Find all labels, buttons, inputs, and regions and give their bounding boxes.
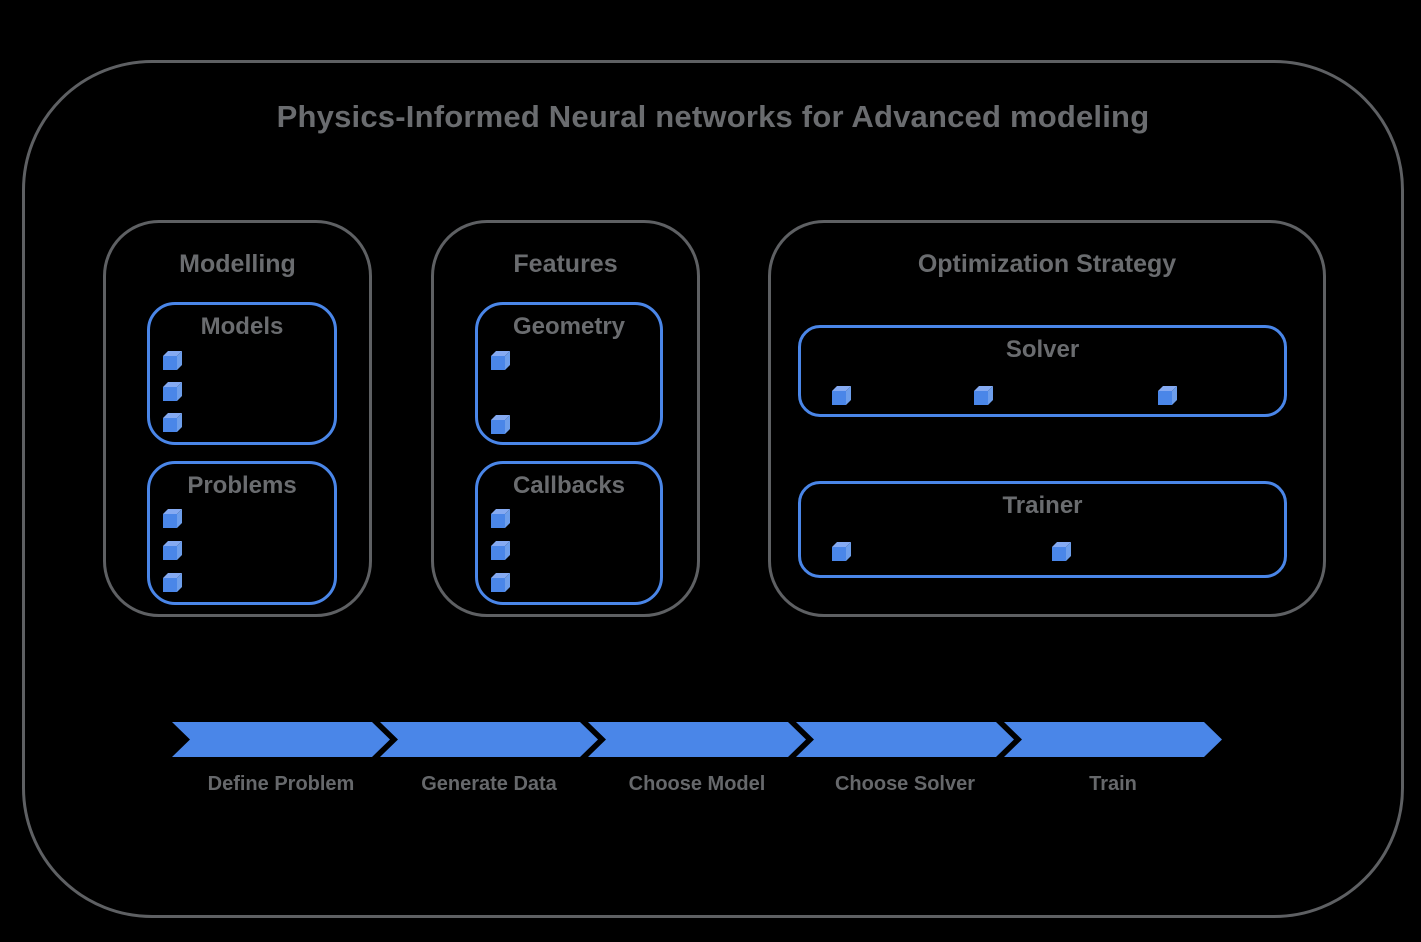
cube-icon — [490, 508, 510, 528]
group-solver-label: Solver — [1005, 336, 1080, 363]
group-trainer-label: Trainer — [1002, 492, 1083, 519]
cube-icon — [162, 381, 182, 401]
pipeline-step-label: Train — [1089, 773, 1137, 795]
pipeline-chevron-choose-model — [588, 722, 806, 757]
pipeline-chevron-define-problem — [172, 722, 390, 757]
cube-icon — [1157, 385, 1177, 405]
outer-frame — [22, 60, 1404, 918]
group-solver: Solver — [798, 325, 1287, 417]
page-title: Physics-Informed Neural networks for Adv… — [276, 99, 1150, 134]
cube-icon — [162, 540, 182, 560]
cube-icon — [490, 350, 510, 370]
cube-icon — [1051, 541, 1071, 561]
panel-optimization-label: Optimization Strategy — [917, 250, 1177, 278]
cube-icon — [831, 541, 851, 561]
group-problems-label: Problems — [187, 472, 297, 499]
pipeline-chevron-generate-data — [380, 722, 598, 757]
cube-icon — [973, 385, 993, 405]
cube-icon — [831, 385, 851, 405]
panel-optimization-strategy: Optimization Strategy Solver Trainer — [768, 220, 1326, 617]
cube-icon — [162, 572, 182, 592]
pipeline-step-label: Generate Data — [421, 773, 557, 795]
panel-features-label: Features — [513, 250, 618, 278]
pipeline-step-label: Define Problem — [207, 773, 355, 795]
group-models-label: Models — [200, 313, 284, 340]
cube-icon — [162, 412, 182, 432]
pipeline-chevron-choose-solver — [796, 722, 1014, 757]
cube-icon — [490, 572, 510, 592]
panel-modelling: Modelling Models Problems — [103, 220, 372, 617]
pipeline-step-label: Choose Solver — [834, 773, 976, 795]
group-geometry: Geometry — [475, 302, 663, 445]
group-geometry-label: Geometry — [512, 313, 626, 340]
panel-modelling-label: Modelling — [179, 250, 296, 278]
cube-icon — [162, 508, 182, 528]
cube-icon — [490, 540, 510, 560]
group-problems: Problems — [147, 461, 337, 605]
pipeline-chevron-train — [1004, 722, 1222, 757]
group-callbacks: Callbacks — [475, 461, 663, 605]
cube-icon — [162, 350, 182, 370]
group-models: Models — [147, 302, 337, 445]
group-callbacks-label: Callbacks — [512, 472, 626, 499]
cube-icon — [490, 414, 510, 434]
pipeline-step-label: Choose Model — [628, 773, 766, 795]
panel-features: Features Geometry Callbacks — [431, 220, 700, 617]
group-trainer: Trainer — [798, 481, 1287, 578]
